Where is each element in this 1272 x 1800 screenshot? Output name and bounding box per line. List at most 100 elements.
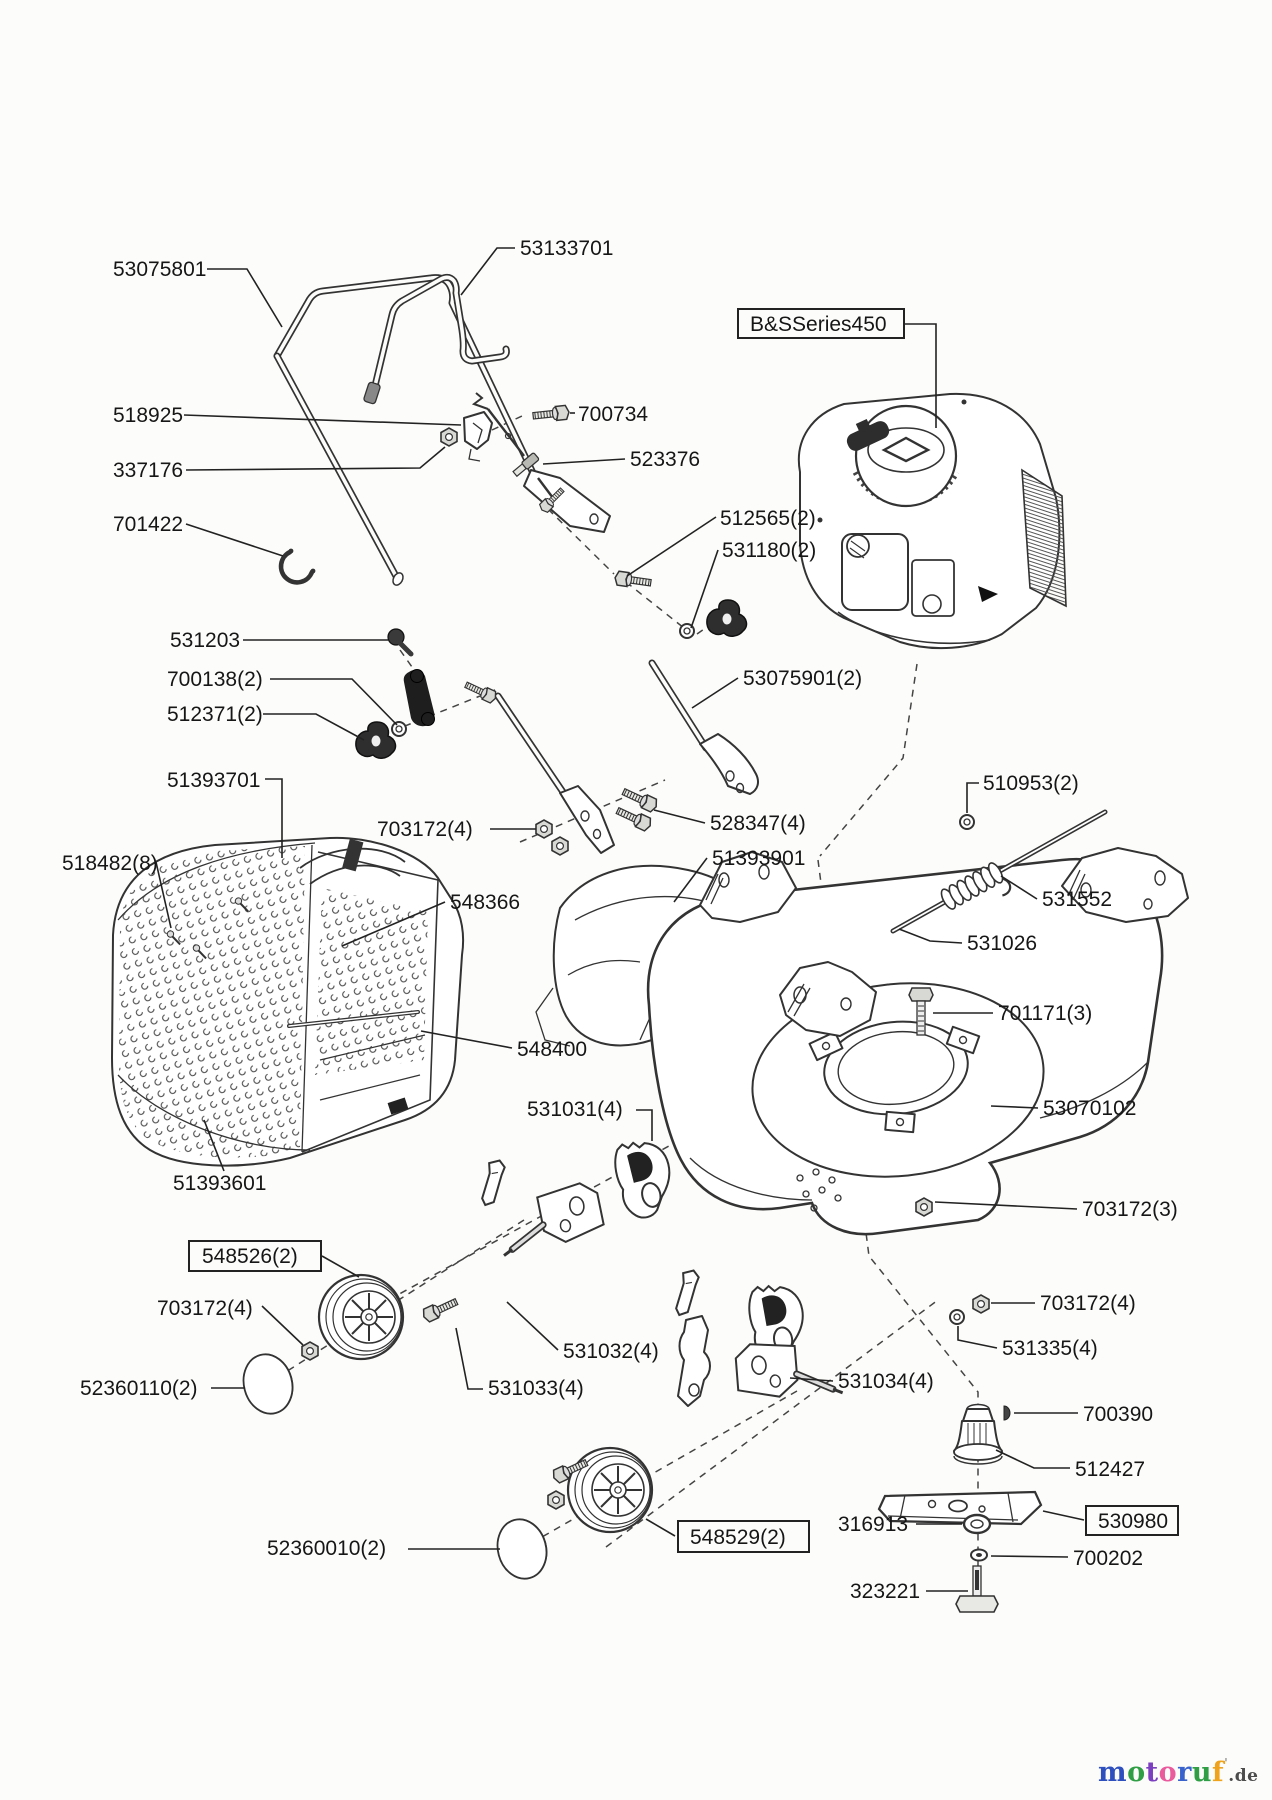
logo-apostrophe: ': [1224, 1756, 1229, 1770]
part-label-51393901: 51393901: [712, 847, 805, 870]
label-box-548529: [677, 1520, 810, 1553]
retainer-clip-701422: [278, 548, 316, 585]
part-label-703172-right: 703172(4): [1040, 1292, 1136, 1315]
front-wheel-cap-52360110: [236, 1347, 301, 1421]
deck-bracket-left: [699, 851, 797, 923]
washer-316913: [962, 1513, 992, 1535]
washer-700138: [391, 721, 407, 737]
part-label-523376: 523376: [630, 448, 700, 471]
bolt-323221: [955, 1565, 999, 1613]
dashed-guide-lines: [266, 415, 979, 1582]
logo-letter: f: [1211, 1757, 1225, 1788]
spring-531552: [940, 862, 1012, 910]
part-label-531033: 531033(4): [488, 1377, 584, 1400]
cam-plate-row1-531031: [608, 1133, 681, 1223]
nut-703172-right: [972, 1294, 990, 1314]
bolt-531033-a: [420, 1294, 461, 1324]
part-label-512371: 512371(2): [167, 703, 263, 726]
handle-cross-brace-53133701: [363, 273, 510, 405]
logo-letter: o: [1127, 1757, 1146, 1788]
nut-703172-rear-wheel: [547, 1490, 565, 1510]
part-labels: 53075801 53133701 518925 337176 700734 5…: [62, 237, 1179, 1603]
screw-512565-b: [613, 570, 653, 591]
knob-531180: [706, 599, 748, 637]
washer-700202: [970, 1548, 988, 1562]
washer-510953: [959, 814, 975, 830]
part-label-510953: 510953(2): [983, 772, 1079, 795]
part-label-700390: 700390: [1083, 1403, 1153, 1426]
part-label-51393601: 51393601: [173, 1172, 266, 1195]
deck-hinge-center: [779, 961, 877, 1037]
part-label-548400: 548400: [517, 1038, 587, 1061]
part-label-512565: 512565(2): [720, 507, 816, 530]
motoruf-logo: motoruf'.de: [1098, 1756, 1258, 1788]
label-box-engine: [737, 308, 905, 339]
front-wheel: [317, 1273, 405, 1361]
nut-703172-front-wheel: [301, 1341, 319, 1361]
logo-letter: o: [1158, 1757, 1178, 1788]
part-label-518482: 518482(8): [62, 852, 158, 875]
part-label-548366: 548366: [450, 891, 520, 914]
knob-512371: [355, 721, 397, 759]
part-label-52360010: 52360010(2): [267, 1537, 386, 1560]
blade-adapter-512427: [953, 1403, 1003, 1465]
part-label-700202: 700202: [1073, 1547, 1143, 1570]
part-label-528347: 528347(4): [710, 812, 806, 835]
washer-531335: [949, 1309, 965, 1325]
part-label-323221: 323221: [850, 1580, 920, 1603]
part-label-53075901: 53075901(2): [743, 667, 862, 690]
screws-528347: [462, 678, 660, 833]
link-row2: [677, 1315, 711, 1407]
part-label-518925: 518925: [113, 404, 183, 427]
logo-letter: u: [1191, 1757, 1212, 1788]
nuts-703172-arms: [535, 819, 569, 856]
link-700138: [403, 669, 435, 727]
part-label-531031: 531031(4): [527, 1098, 623, 1121]
part-label-53075801: 53075801: [113, 258, 206, 281]
part-label-337176: 337176: [113, 459, 183, 482]
part-label-548526: 548526(2): [202, 1245, 298, 1268]
part-label-703172-arms: 703172(4): [377, 818, 473, 841]
label-box-548526: [188, 1240, 322, 1272]
part-label-531552: 531552: [1042, 888, 1112, 911]
part-label-700734: 700734: [578, 403, 648, 426]
handle-arm-left-53075901: [494, 692, 615, 854]
label-box-530980: [1085, 1505, 1179, 1536]
part-label-52360110: 52360110(2): [80, 1377, 198, 1400]
logo-domain-suffix: .de: [1228, 1766, 1259, 1786]
part-label-53133701: 53133701: [520, 237, 613, 260]
leader-lines: [155, 247, 1085, 1592]
height-lever-row1: [480, 1157, 507, 1208]
mower-deck-53070102: [646, 857, 1164, 1236]
part-label-548529: 548529(2): [690, 1526, 786, 1549]
nut-337176: [440, 427, 458, 447]
part-label-512427: 512427: [1075, 1458, 1145, 1481]
grass-catcher: [111, 836, 465, 1167]
part-label-701422: 701422: [113, 513, 183, 536]
axle-bracket-row1-531032: [496, 1181, 606, 1256]
part-label-531034: 531034(4): [838, 1370, 934, 1393]
part-label-703172-deck: 703172(3): [1082, 1198, 1178, 1221]
part-label-531203: 531203: [170, 629, 240, 652]
part-label-531335: 531335(4): [1002, 1337, 1098, 1360]
catcher-rod-548400: [287, 1010, 420, 1028]
nut-703172-deck: [915, 1197, 933, 1217]
engine-bs-series-450: [797, 392, 1067, 650]
part-label-531026: 531026: [967, 932, 1037, 955]
screw-700734: [531, 404, 571, 424]
throttle-cable-523376: [471, 392, 554, 499]
part-label-530980: 530980: [1098, 1510, 1168, 1533]
part-label-701171: 701171(3): [998, 1002, 1092, 1025]
part-label-engine: B&SSeries450: [750, 313, 887, 336]
part-label-531180: 531180(2): [722, 539, 816, 562]
logo-letter: m: [1098, 1757, 1128, 1788]
height-lever-row2: [674, 1267, 701, 1318]
cable-clamp-518925: [463, 411, 493, 462]
rear-wheel-cap-52360010: [490, 1512, 555, 1586]
part-label-531032: 531032(4): [563, 1340, 659, 1363]
deck-bracket-right: [1061, 847, 1189, 923]
handle-arm-right-53075901: [648, 659, 759, 795]
part-label-700138: 700138(2): [167, 668, 263, 691]
